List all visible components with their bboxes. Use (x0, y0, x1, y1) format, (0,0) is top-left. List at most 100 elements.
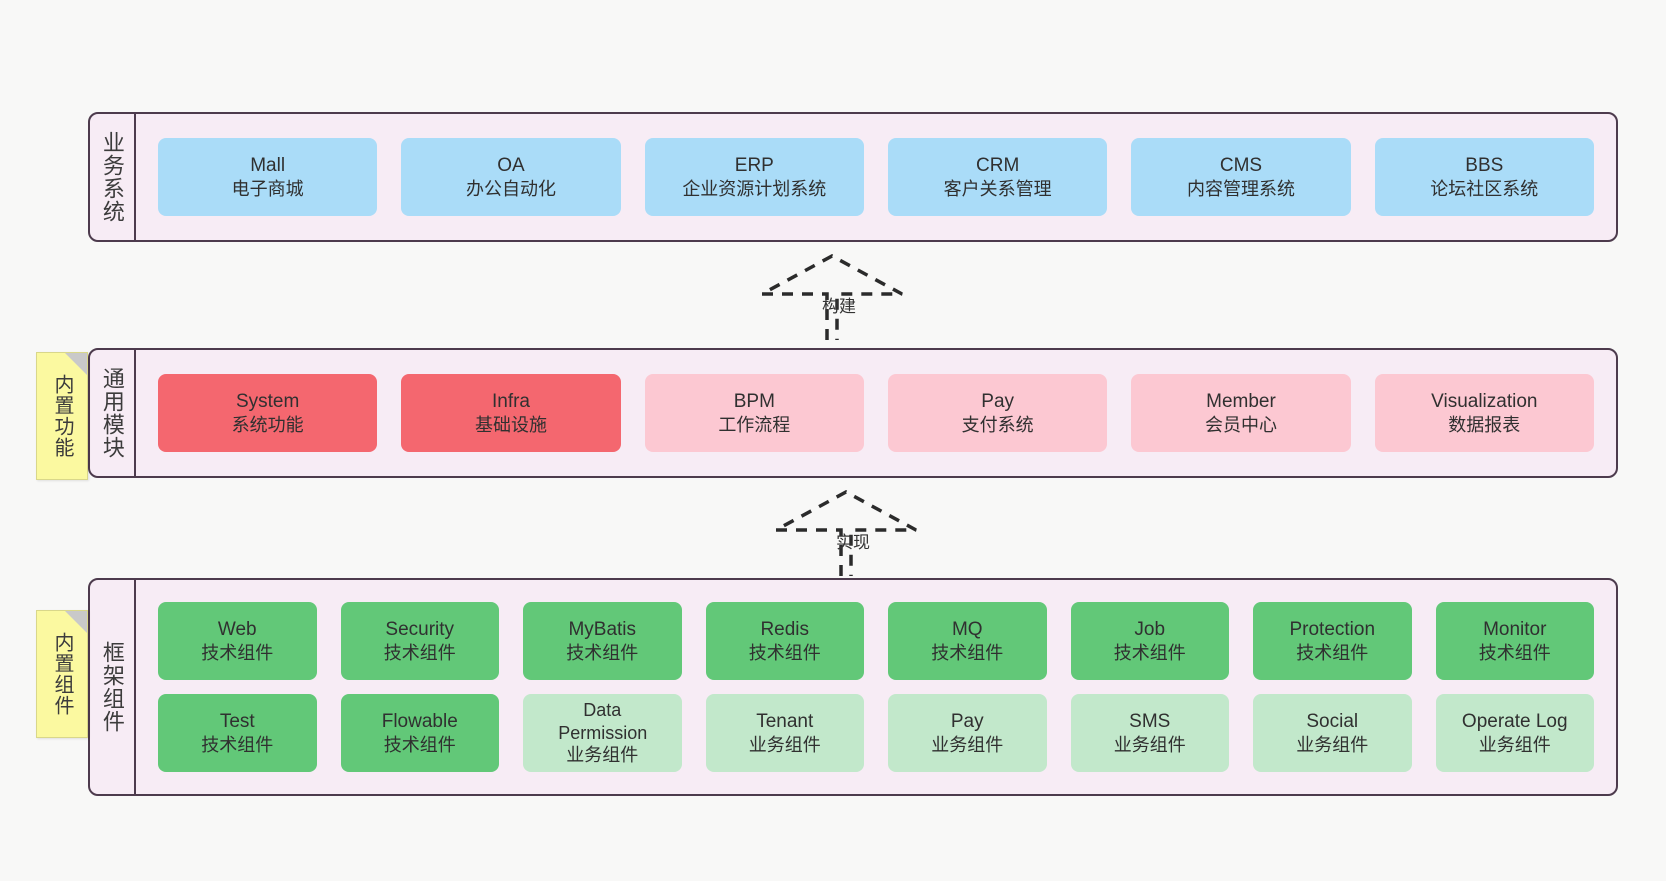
card-subtitle: 技术组件 (1296, 642, 1369, 663)
card-subtitle: 内容管理系统 (1186, 178, 1295, 199)
card-title: Protection (1289, 618, 1376, 640)
card-rows: System 系统功能 Infra 基础设施 BPM 工作流程 Pay 支付系统… (146, 374, 1606, 452)
note-label: 内置功能 (51, 374, 73, 458)
card-subtitle: 电子商城 (231, 178, 304, 199)
card-subtitle: 支付系统 (961, 414, 1034, 435)
card-title: SMS (1129, 710, 1171, 732)
card-cms[interactable]: CMS 内容管理系统 (1131, 138, 1351, 216)
card-flowable[interactable]: Flowable 技术组件 (340, 694, 499, 772)
card-title: Security (385, 618, 455, 640)
card-title: CMS (1219, 154, 1263, 176)
card-pay-component[interactable]: Pay 业务组件 (888, 694, 1047, 772)
card-social[interactable]: Social 业务组件 (1253, 694, 1412, 772)
card-operate-log[interactable]: Operate Log 业务组件 (1435, 694, 1594, 772)
note-label: 内置组件 (51, 632, 73, 716)
card-mybatis[interactable]: MyBatis 技术组件 (523, 602, 682, 680)
card-row: Web 技术组件 Security 技术组件 MyBatis 技术组件 Redi… (146, 602, 1606, 680)
card-oa[interactable]: OA 办公自动化 (401, 138, 621, 216)
card-subtitle: 客户关系管理 (943, 178, 1052, 199)
card-title: Test (219, 710, 255, 732)
card-mall[interactable]: Mall 电子商城 (158, 138, 378, 216)
card-subtitle: 技术组件 (748, 642, 821, 663)
card-title: Visualization (1431, 390, 1538, 412)
card-crm[interactable]: CRM 客户关系管理 (887, 138, 1108, 216)
card-title: OA (497, 154, 525, 176)
card-subtitle: 工作流程 (718, 414, 791, 435)
card-title: Flowable (381, 710, 458, 732)
card-title: Monitor (1483, 618, 1547, 640)
card-subtitle: 技术组件 (1113, 642, 1186, 663)
card-row: Mall 电子商城 OA 办公自动化 ERP 企业资源计划系统 CRM 客户关系… (146, 138, 1606, 216)
card-subtitle: 业务组件 (566, 745, 639, 766)
folded-corner-icon (65, 611, 87, 633)
card-title: Pay (981, 390, 1015, 412)
card-sms[interactable]: SMS 业务组件 (1070, 694, 1229, 772)
card-member[interactable]: Member 会员中心 (1131, 374, 1351, 452)
card-subtitle: 数据报表 (1448, 414, 1521, 435)
card-visualization[interactable]: Visualization 数据报表 (1374, 374, 1594, 452)
card-subtitle: 办公自动化 (465, 178, 556, 199)
card-title: Data Permission (558, 700, 648, 743)
card-protection[interactable]: Protection 技术组件 (1253, 602, 1412, 680)
card-title: BPM (733, 390, 775, 412)
card-system[interactable]: System 系统功能 (158, 374, 378, 452)
card-monitor[interactable]: Monitor 技术组件 (1435, 602, 1594, 680)
card-title: Tenant (756, 710, 814, 732)
card-subtitle: 技术组件 (1478, 642, 1551, 663)
note-builtin-components[interactable]: 内置组件 (36, 610, 88, 738)
card-pay-module[interactable]: Pay 支付系统 (887, 374, 1108, 452)
card-row: System 系统功能 Infra 基础设施 BPM 工作流程 Pay 支付系统… (146, 374, 1606, 452)
card-job[interactable]: Job 技术组件 (1070, 602, 1229, 680)
card-subtitle: 论坛社区系统 (1430, 178, 1539, 199)
card-title: Pay (950, 710, 984, 732)
card-test[interactable]: Test 技术组件 (158, 694, 317, 772)
card-subtitle: 业务组件 (1113, 734, 1186, 755)
card-title: MyBatis (568, 618, 637, 640)
card-erp[interactable]: ERP 企业资源计划系统 (644, 138, 864, 216)
card-subtitle: 技术组件 (566, 642, 639, 663)
connector-implement-label: 实现 (836, 533, 870, 552)
card-infra[interactable]: Infra 基础设施 (401, 374, 621, 452)
card-subtitle: 业务组件 (748, 734, 821, 755)
card-title: Mall (250, 154, 286, 176)
connector-build: 构建 (752, 252, 912, 342)
card-subtitle: 技术组件 (383, 642, 456, 663)
card-subtitle: 业务组件 (931, 734, 1004, 755)
card-bbs[interactable]: BBS 论坛社区系统 (1374, 138, 1594, 216)
card-title: System (235, 390, 300, 412)
card-subtitle: 系统功能 (231, 414, 304, 435)
card-row: Test 技术组件 Flowable 技术组件 Data Permission … (146, 694, 1606, 772)
layer-common-module-body: System 系统功能 Infra 基础设施 BPM 工作流程 Pay 支付系统… (136, 350, 1616, 476)
card-title: Social (1306, 710, 1359, 732)
card-data-permission[interactable]: Data Permission 业务组件 (523, 694, 682, 772)
connector-build-label: 构建 (822, 297, 856, 316)
card-title: CRM (976, 154, 1020, 176)
card-title: Job (1134, 618, 1166, 640)
card-subtitle: 企业资源计划系统 (682, 178, 827, 199)
card-title: Infra (491, 390, 530, 412)
card-subtitle: 会员中心 (1204, 414, 1277, 435)
card-title: Redis (760, 618, 810, 640)
layer-business-system-label: 业务系统 (90, 114, 136, 240)
card-web[interactable]: Web 技术组件 (158, 602, 317, 680)
layer-framework-component-body: Web 技术组件 Security 技术组件 MyBatis 技术组件 Redi… (136, 580, 1616, 794)
connector-implement: 实现 (766, 488, 926, 578)
generalization-arrow-icon (761, 254, 903, 340)
card-title: Web (217, 618, 257, 640)
card-title: MQ (951, 618, 983, 640)
card-title: BBS (1465, 154, 1504, 176)
card-tenant[interactable]: Tenant 业务组件 (705, 694, 864, 772)
card-redis[interactable]: Redis 技术组件 (705, 602, 864, 680)
card-subtitle: 基础设施 (474, 414, 547, 435)
card-security[interactable]: Security 技术组件 (340, 602, 499, 680)
card-mq[interactable]: MQ 技术组件 (888, 602, 1047, 680)
layer-common-module-label: 通用模块 (90, 350, 136, 476)
card-title: Member (1206, 390, 1276, 412)
card-bpm[interactable]: BPM 工作流程 (644, 374, 864, 452)
card-subtitle: 业务组件 (1296, 734, 1369, 755)
layer-business-system-body: Mall 电子商城 OA 办公自动化 ERP 企业资源计划系统 CRM 客户关系… (136, 114, 1616, 240)
layer-common-module: 通用模块 System 系统功能 Infra 基础设施 BPM 工作流程 Pay… (88, 348, 1618, 478)
card-subtitle: 业务组件 (1478, 734, 1551, 755)
note-builtin-features[interactable]: 内置功能 (36, 352, 88, 480)
card-subtitle: 技术组件 (201, 642, 274, 663)
